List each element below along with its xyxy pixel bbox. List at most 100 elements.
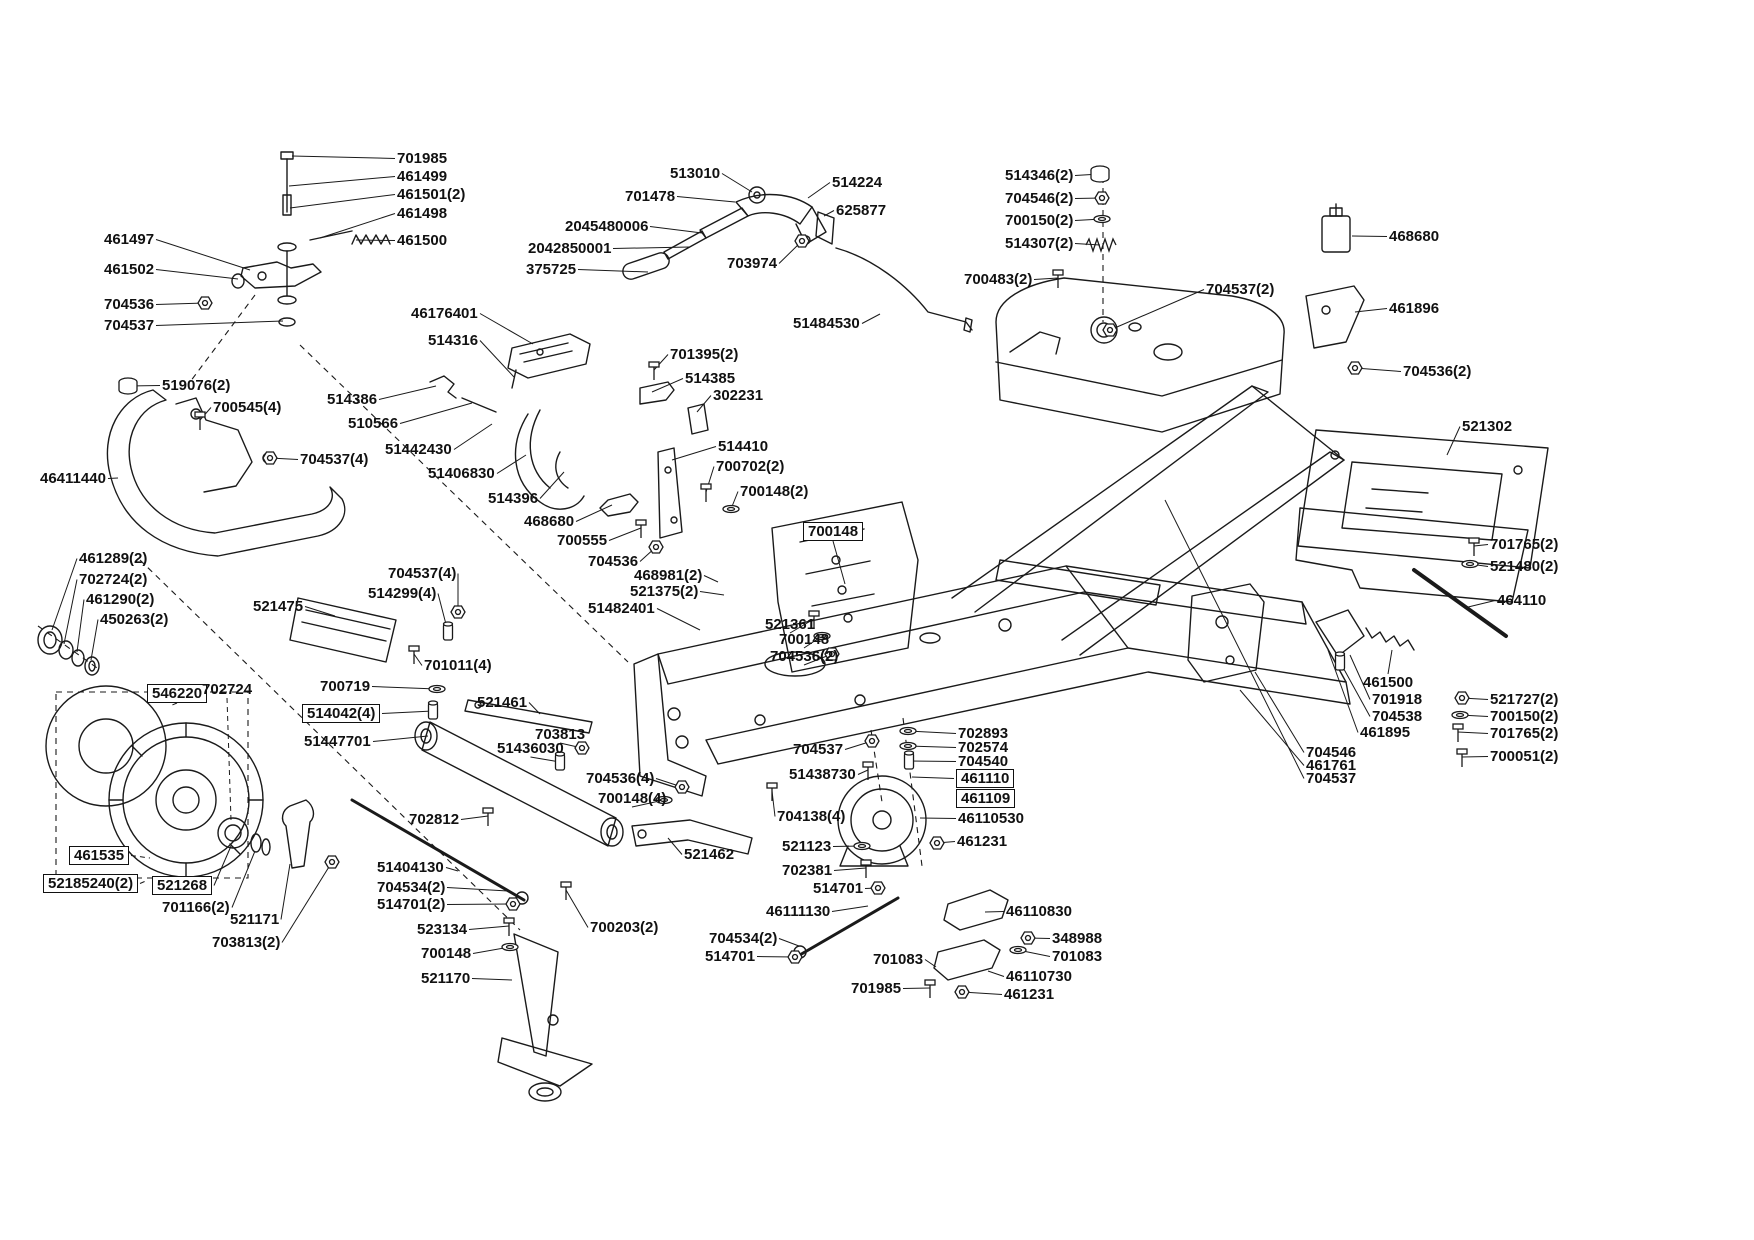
part-label-461110: 461110 [956,769,1015,788]
part-label-461499: 461499 [397,168,448,185]
part-label-461500: 461500 [1363,674,1414,691]
part-label-7004832: 700483(2) [964,271,1033,288]
part-label-514385: 514385 [685,370,736,387]
part-label-5213752: 521375(2) [630,583,699,600]
part-label-514396: 514396 [488,490,539,507]
part-label-704536: 704536 [588,553,639,570]
part-label-7045362: 704536(2) [770,648,839,665]
part-label-701083: 701083 [1052,948,1103,965]
part-label-7045462: 704546(2) [1005,190,1074,207]
part-label-4502632: 450263(2) [100,611,169,628]
part-label-5142994: 514299(4) [368,585,437,602]
part-label-51447701: 51447701 [304,733,371,750]
part-label-7038132: 703813(2) [212,934,281,951]
part-label-5217272: 521727(2) [1490,691,1559,708]
part-label-701083: 701083 [873,951,924,968]
part-label-704540: 704540 [958,753,1009,770]
part-label-468680: 468680 [524,513,575,530]
part-label-7045372: 704537(2) [1206,281,1275,298]
part-label-4615012: 461501(2) [397,186,466,203]
part-label-51438730: 51438730 [789,766,856,783]
part-label-7045342: 704534(2) [709,930,778,947]
part-label-521171: 521171 [230,911,280,928]
rear-body [995,277,1285,433]
sector-plate [837,775,927,865]
part-label-7017652: 701765(2) [1490,536,1559,553]
part-label-461761: 461761 [1306,757,1357,774]
part-label-700719: 700719 [320,678,371,695]
part-label-702381: 702381 [782,862,833,879]
part-label-703974: 703974 [727,255,778,272]
part-label-461502: 461502 [104,261,155,278]
part-label-7045374: 704537(4) [388,565,457,582]
part-label-704537: 704537 [793,741,844,758]
part-label-5147012: 514701(2) [377,896,446,913]
part-label-700148: 700148 [779,631,830,648]
part-label-4612892: 461289(2) [79,550,148,567]
part-label-461895: 461895 [1360,724,1411,741]
part-label-5143462: 514346(2) [1005,167,1074,184]
part-label-7017652: 701765(2) [1490,725,1559,742]
part-label-7027242: 702724(2) [79,571,148,588]
part-label-7013952: 701395(2) [670,346,739,363]
part-label-51442430: 51442430 [385,441,452,458]
part-label-2042850001: 2042850001 [528,240,612,257]
seat-plate [1297,429,1549,569]
part-label-521361: 521361 [765,616,816,633]
tower-bracket [771,501,919,673]
part-label-704546: 704546 [1306,744,1357,761]
part-label-7002032: 700203(2) [590,919,659,936]
part-label-46111130: 46111130 [766,903,831,920]
part-label-461500: 461500 [397,232,448,249]
part-label-375725: 375725 [526,261,577,278]
part-label-348988: 348988 [1052,930,1103,947]
part-label-521268: 521268 [152,876,213,895]
part-label-514410: 514410 [718,438,769,455]
part-label-302231: 302231 [713,387,764,404]
part-label-51484530: 51484530 [793,315,860,332]
part-label-7001502: 700150(2) [1005,212,1074,229]
part-label-625877: 625877 [836,202,887,219]
part-label-701985: 701985 [851,980,902,997]
part-label-5143072: 514307(2) [1005,235,1074,252]
part-label-51404130: 51404130 [377,859,444,876]
part-label-7001482: 700148(2) [740,483,809,500]
part-label-702812: 702812 [409,811,460,828]
part-label-702574: 702574 [958,739,1009,756]
part-label-46110730: 46110730 [1006,968,1072,985]
front-bumper [106,389,346,557]
steering-spindle [513,933,559,1057]
part-label-700148: 700148 [421,945,472,962]
part-label-46411440: 46411440 [40,470,106,487]
part-label-7041384: 704138(4) [777,808,846,825]
part-label-7045374: 704537(4) [300,451,369,468]
part-label-5140424: 514042(4) [302,704,381,723]
part-label-468680: 468680 [1389,228,1440,245]
part-label-7005454: 700545(4) [213,399,282,416]
part-label-461231: 461231 [1004,986,1055,1003]
part-label-51482401: 51482401 [588,600,655,617]
part-label-46176401: 46176401 [411,305,478,322]
part-label-7045362: 704536(2) [1403,363,1472,380]
part-label-7001502: 700150(2) [1490,708,1559,725]
part-label-7007022: 700702(2) [716,458,785,475]
part-label-464110: 464110 [1497,592,1547,609]
part-label-7045342: 704534(2) [377,879,446,896]
part-label-514224: 514224 [832,174,883,191]
part-label-521170: 521170 [421,970,471,987]
part-label-461497: 461497 [104,231,155,248]
part-label-513010: 513010 [670,165,721,182]
part-label-514701: 514701 [705,948,756,965]
part-label-702893: 702893 [958,725,1009,742]
part-label-521302: 521302 [1462,418,1513,435]
part-label-461498: 461498 [397,205,448,222]
part-label-461535: 461535 [69,846,130,865]
part-label-701918: 701918 [1372,691,1423,708]
part-label-7045364: 704536(4) [586,770,655,787]
part-label-7000512: 700051(2) [1490,748,1559,765]
part-label-46110530: 46110530 [958,810,1024,827]
part-label-2045480006: 2045480006 [565,218,649,235]
